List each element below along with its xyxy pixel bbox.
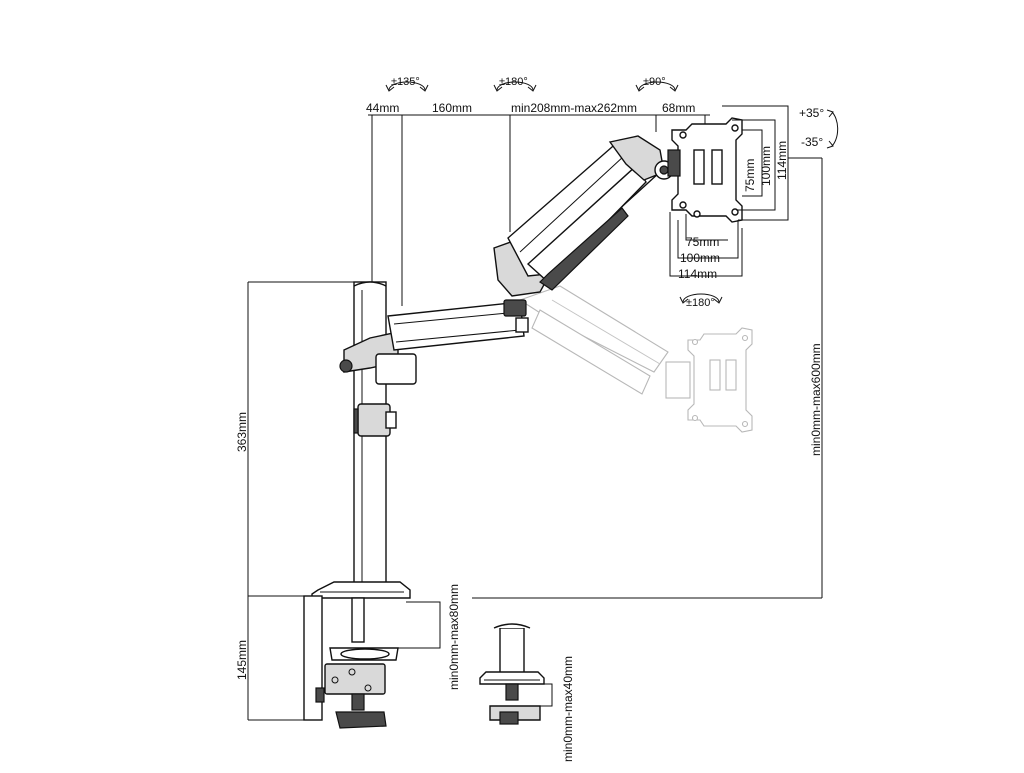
dim-160mm: 160mm	[432, 101, 472, 115]
dim-clamp-desk: min0mm-max80mm	[447, 584, 461, 690]
rotation-screen: ±180°	[686, 297, 715, 309]
dim-height-range: min0mm-max600mm	[809, 343, 823, 456]
vesa-horizontal-75: 75mm	[686, 235, 719, 249]
top-dimension-line	[368, 114, 710, 306]
vesa-plate	[667, 117, 743, 223]
clamp-base	[303, 581, 411, 729]
rotation-arrow-icon	[385, 81, 429, 92]
desk-clamp-section	[396, 601, 441, 649]
dim-pole-height: 363mm	[235, 412, 249, 452]
dim-grommet-desk: min0mm-max40mm	[561, 656, 575, 762]
vesa-horizontal-100: 100mm	[680, 251, 720, 265]
dim-68mm: 68mm	[662, 101, 695, 115]
height-dimension-lines	[247, 157, 823, 721]
ghost-arm-lower-position	[518, 285, 691, 399]
rotation-arrow-icon	[679, 293, 723, 304]
vesa-horizontal-114: 114mm	[678, 267, 717, 281]
rotation-arm-joint: ±180°	[499, 76, 528, 88]
grommet-mount-detail	[479, 623, 553, 725]
mount-pole	[353, 281, 397, 589]
rotation-base-joint: ±135°	[391, 76, 420, 88]
vesa-size-outlines	[669, 105, 789, 277]
ghost-vesa-plate	[687, 327, 753, 433]
vesa-vertical-75: 75mm	[743, 159, 757, 192]
vesa-vertical-114: 114mm	[775, 141, 789, 180]
dim-44mm: 44mm	[366, 101, 399, 115]
dim-clamp-height: 145mm	[235, 640, 249, 680]
rotation-arrow-icon	[635, 81, 679, 92]
dim-min208-max262: min208mm-max262mm	[511, 101, 637, 115]
lower-arm	[339, 299, 529, 385]
upper-gas-spring-arm	[493, 135, 674, 297]
tilt-up: +35°	[799, 106, 824, 120]
vesa-vertical-100: 100mm	[759, 146, 773, 186]
tilt-arrow-icon	[826, 109, 839, 149]
rotation-head-swivel: ±90°	[643, 76, 666, 88]
rotation-arrow-icon	[493, 81, 537, 92]
tilt-down: -35°	[801, 135, 823, 149]
